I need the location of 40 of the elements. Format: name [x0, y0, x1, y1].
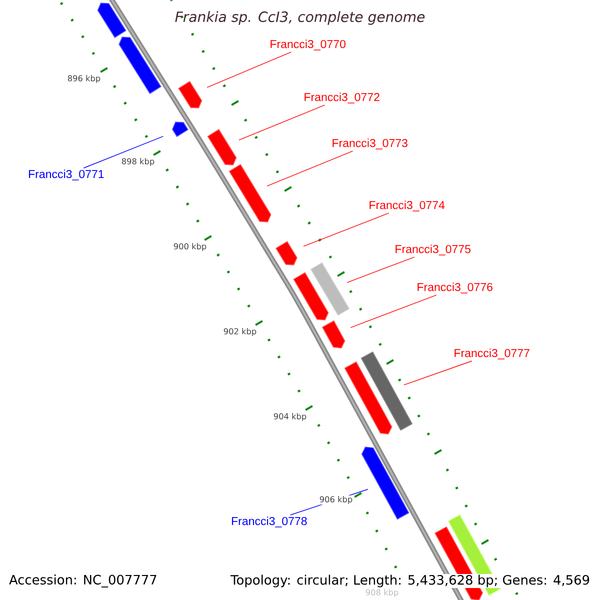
scale-label: 902 kbp [222, 327, 258, 337]
gene-label: Francci3_0774 [370, 200, 445, 212]
scale-label: 900 kbp [172, 242, 208, 252]
gene-label: Francci3_0773 [332, 138, 408, 150]
gene-feature [178, 80, 202, 108]
gene-feature [310, 262, 350, 316]
leader-line [350, 294, 437, 328]
gene-label: Francci3_0778 [232, 516, 307, 528]
scale-label: 908 kbp [364, 588, 400, 598]
title: Frankia sp. CcI3, complete genome [175, 11, 425, 25]
gene-feature [172, 122, 189, 138]
scale-label: 904 kbp [272, 412, 308, 422]
gene-feature [344, 361, 392, 434]
gene-feature [361, 446, 410, 520]
scale-label: 898 kbp [120, 157, 156, 167]
gene-feature [207, 128, 237, 166]
leader-line [206, 52, 292, 88]
leader-line [404, 360, 472, 386]
leader-line [266, 150, 354, 186]
gene-label: Francci3_0771 [28, 170, 104, 180]
scale-label: 896 kbp [66, 74, 102, 84]
gene-feature [97, 2, 126, 38]
leader-line [303, 212, 390, 247]
gene-label: Francci3_0775 [396, 244, 470, 256]
gene-feature [228, 164, 272, 222]
gene-feature [360, 351, 413, 431]
gene-feature [118, 36, 162, 94]
gene-label: Francci3_0770 [270, 40, 346, 50]
gene-feature [322, 320, 346, 348]
leader-line [238, 104, 326, 140]
gene-feature [275, 241, 298, 266]
gene-label: Francci3_0776 [418, 282, 492, 294]
gene-label: Francci3_0772 [304, 92, 380, 104]
accession-text: Accession: NC_007777 [9, 574, 156, 588]
scale-label: 906 kbp [318, 495, 354, 505]
leader-line [346, 256, 415, 283]
gene-label: Francci3_0777 [454, 348, 530, 360]
gene-feature [293, 272, 329, 320]
genome-info-text: Topology: circular; Length: 5,433,628 bp; Genes: 4,569 [230, 574, 591, 588]
leader-line [83, 136, 164, 168]
